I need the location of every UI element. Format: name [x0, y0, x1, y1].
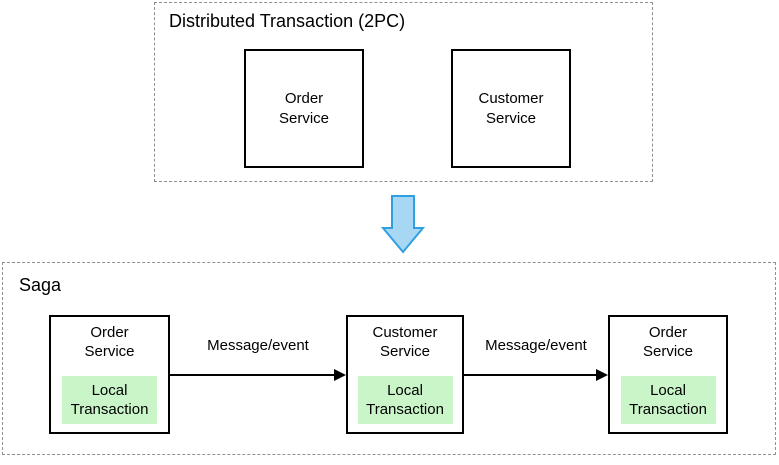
node-label: Order Service — [84, 324, 135, 361]
node-label: Order Service — [278, 90, 330, 127]
group-saga: Saga Order Service Local Transaction Mes… — [2, 262, 776, 455]
group-2pc: Distributed Transaction (2PC) Order Serv… — [154, 2, 653, 182]
node-label: Customer Service — [478, 90, 544, 127]
down-arrow-icon — [381, 195, 425, 254]
node-label: Customer Service — [372, 324, 438, 361]
node-2pc-order-service: Order Service — [244, 49, 364, 168]
local-transaction-box: Local Transaction — [62, 376, 157, 424]
down-arrow-shape — [381, 195, 425, 254]
edge-line-2 — [464, 374, 596, 376]
local-transaction-box: Local Transaction — [357, 376, 453, 424]
node-saga-customer-service: Customer Service Local Transaction — [346, 315, 464, 434]
edge-arrowhead-1 — [334, 369, 346, 381]
node-2pc-customer-service: Customer Service — [451, 49, 571, 168]
group-saga-title: Saga — [19, 275, 62, 295]
edge-arrowhead-2 — [596, 369, 608, 381]
node-saga-order-service-2: Order Service Local Transaction — [608, 315, 728, 434]
edge-label-message-event-2: Message/event — [485, 337, 587, 354]
node-label: Order Service — [642, 324, 694, 361]
edge-label-message-event-1: Message/event — [207, 337, 309, 354]
group-2pc-title: Distributed Transaction (2PC) — [169, 11, 406, 31]
node-saga-order-service-1: Order Service Local Transaction — [49, 315, 170, 434]
local-transaction-box: Local Transaction — [620, 376, 716, 424]
edge-line-1 — [170, 374, 334, 376]
